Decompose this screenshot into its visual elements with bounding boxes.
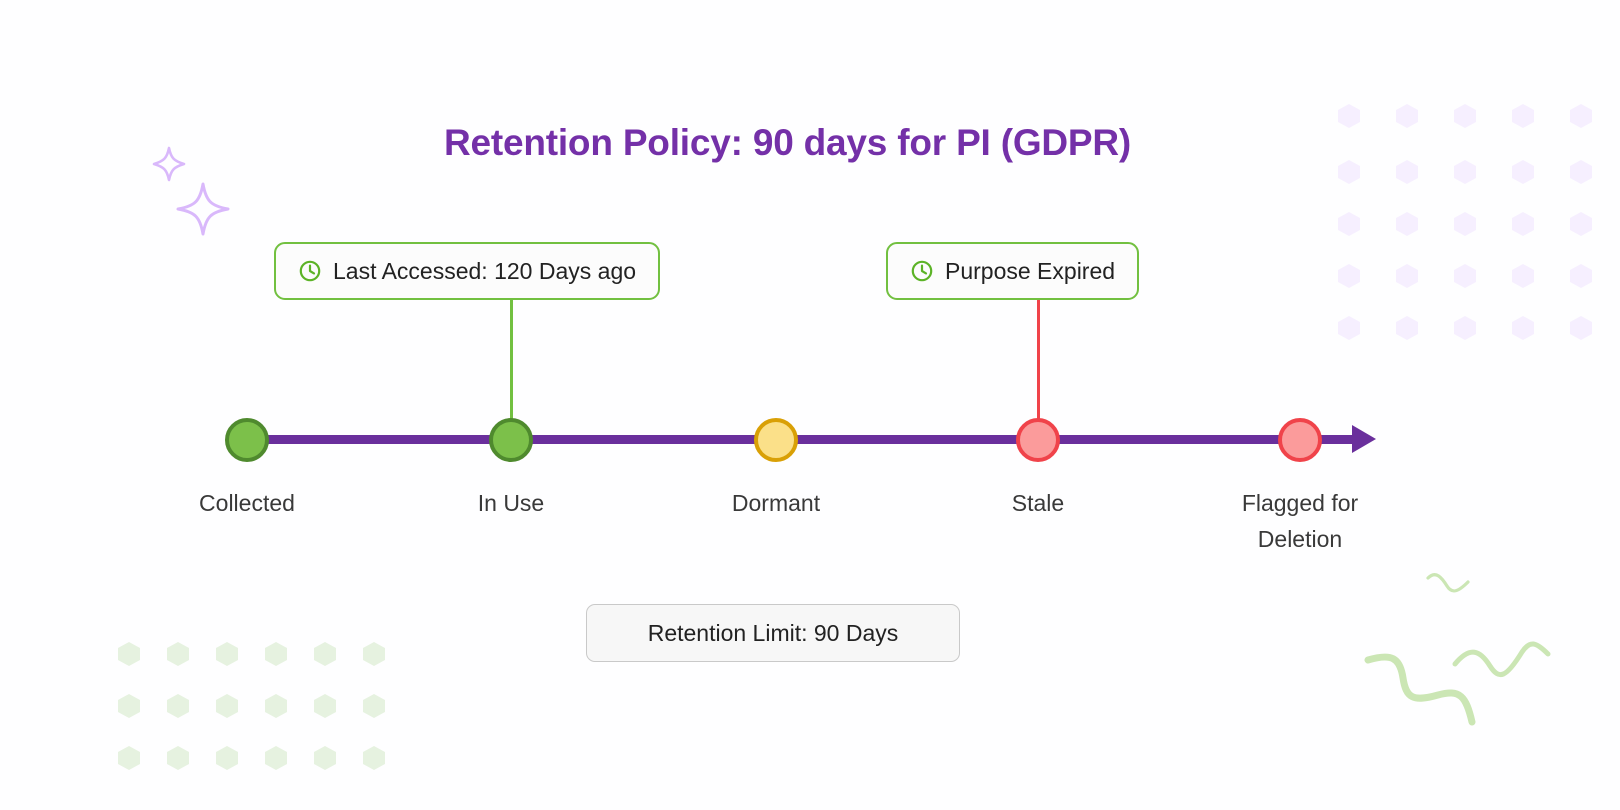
- badge-last-accessed-label: Last Accessed: 120 Days ago: [333, 257, 637, 284]
- badge-purpose-expired-label: Purpose Expired: [945, 257, 1116, 284]
- hexagon-grid-green-decoration: [118, 642, 385, 770]
- badge-connector-last-accessed: [510, 300, 513, 422]
- timeline-node-in-use[interactable]: [489, 418, 533, 462]
- timeline-label-in-use: In Use: [477, 490, 545, 516]
- timeline-node-flagged-for-deletion[interactable]: [1278, 418, 1322, 462]
- page-title: Retention Policy: 90 days for PI (GDPR): [443, 122, 1132, 163]
- clock-icon: [911, 260, 933, 282]
- timeline-label-dormant: Dormant: [731, 490, 821, 516]
- timeline-label-flagged-for-deletion: Flagged for Deletion: [1241, 490, 1359, 552]
- retention-limit-text: Retention Limit: 90 Days: [647, 619, 899, 646]
- squiggle-decoration: [1364, 573, 1551, 726]
- timeline-node-stale[interactable]: [1016, 418, 1060, 462]
- retention-limit-note: Retention Limit: 90 Days: [586, 604, 960, 662]
- badge-purpose-expired[interactable]: Purpose Expired: [886, 242, 1140, 300]
- timeline-axis: [247, 435, 1357, 444]
- timeline-label-collected: Collected: [199, 490, 295, 516]
- timeline-node-dormant[interactable]: [754, 418, 798, 462]
- clock-icon: [299, 260, 321, 282]
- timeline-node-collected[interactable]: [225, 418, 269, 462]
- timeline-arrowhead-icon: [1352, 425, 1376, 453]
- badge-connector-purpose-expired: [1037, 300, 1040, 422]
- timeline-label-stale: Stale: [1011, 490, 1065, 516]
- badge-last-accessed[interactable]: Last Accessed: 120 Days ago: [274, 242, 661, 300]
